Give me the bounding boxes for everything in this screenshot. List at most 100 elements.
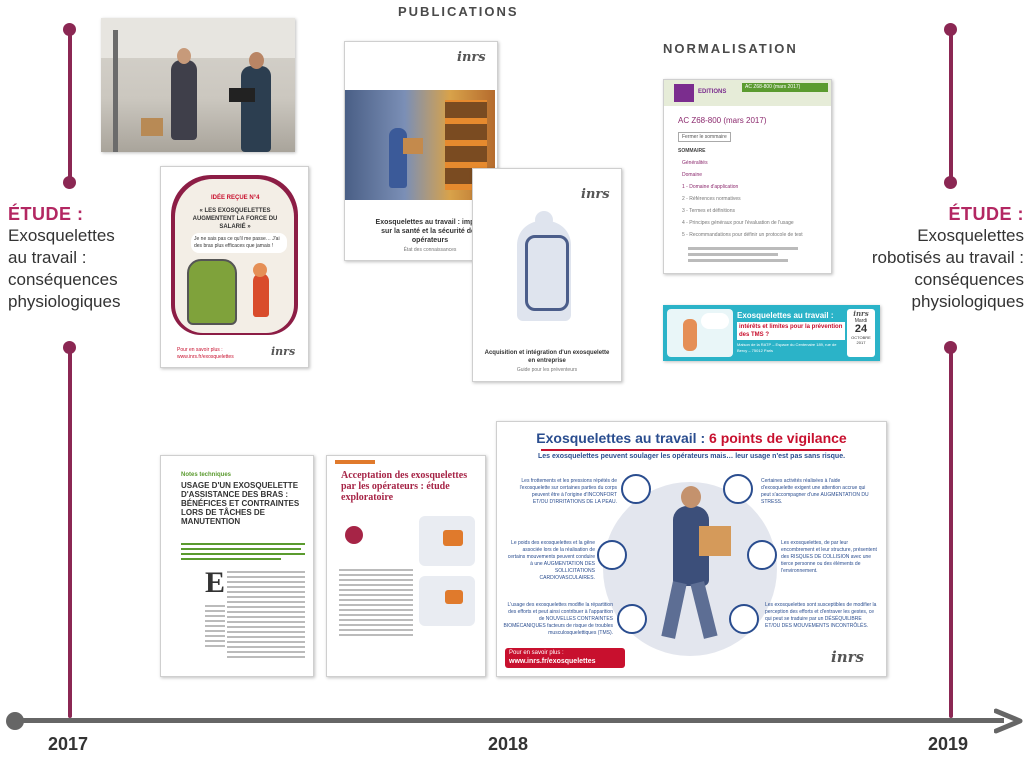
vigilance-point-2: Certaines activités réalisées à l'aide d…	[761, 478, 869, 505]
banner-cloud	[701, 313, 729, 329]
afnor-button[interactable]: Fermer le sommaire	[678, 132, 731, 142]
vigilance-title-underline	[541, 449, 841, 451]
brochure-sante-logo: inrs	[457, 50, 486, 65]
left-study-title: ÉTUDE :	[8, 204, 84, 224]
afnor-item-1[interactable]: Généralités	[682, 160, 708, 166]
brochure-sante-worker	[389, 128, 407, 188]
right-study-block: ÉTUDE : Exosquelettes robotisés au trava…	[840, 204, 1024, 313]
vigilance-worker-head	[681, 486, 701, 508]
acceptation-badge	[345, 526, 363, 544]
photo-head-2	[249, 52, 264, 69]
afnor-item-7[interactable]: 5 - Recommandations pour définir un prot…	[682, 232, 803, 238]
left-lower-dot	[63, 341, 76, 354]
vigilance-icon-5	[617, 604, 647, 634]
section-publications: PUBLICATIONS	[398, 4, 519, 19]
timeline-axis	[14, 718, 1004, 723]
year-2018: 2018	[488, 734, 529, 754]
afnor-item-4[interactable]: 2 - Références normatives	[682, 196, 741, 202]
banner-place: Maison de la RATP – Espace du Centenaire…	[737, 342, 837, 353]
vigilance-icon-1	[621, 474, 651, 504]
year-2017: 2017	[48, 734, 89, 754]
vigilance-point-6: Les exosquelettes sont susceptibles de m…	[765, 602, 877, 629]
article-bras-body-left	[205, 602, 225, 650]
acceptation-figure-1-part	[443, 530, 463, 546]
poster-title: « LES EXOSQUELETTES AUGMENTENT LA FORCE …	[192, 208, 278, 230]
banner-month: OCTOBRE	[851, 335, 871, 340]
vigilance-title-b: 6 points de vigilance	[709, 430, 847, 446]
brochure-acquisition: inrs Acquisition et intégration d'un exo…	[472, 168, 622, 382]
brochure-sante-subtitle: État des connaissances	[403, 247, 457, 253]
photo-laptop	[229, 88, 255, 102]
left-lower-line	[68, 348, 72, 718]
left-study-line-4: physiologiques	[8, 292, 121, 311]
brochure-sante-box	[403, 138, 423, 154]
poster-girl-head	[253, 263, 267, 277]
vigilance-point-5: L'usage des exosquelettes modifie la rép…	[503, 602, 614, 636]
vigilance-cta[interactable]: Pour en savoir plus : www.inrs.fr/exosqu…	[505, 648, 625, 668]
article-bras-rubric: Notes techniques	[181, 472, 232, 478]
brochure-sante: inrs Exosquelettes au travail : impact s…	[344, 41, 498, 261]
vigilance-title: Exosquelettes au travail : 6 points de v…	[497, 430, 886, 446]
vigilance-point-1: Les frottements et les pressions répétés…	[519, 478, 617, 505]
right-study-line-3: conséquences	[914, 270, 1024, 289]
brochure-acq-head	[535, 211, 553, 229]
vigilance-box	[699, 526, 731, 556]
article-bras-dropcap: E	[205, 566, 226, 599]
afnor-item-3[interactable]: 1 - Domaine d'application	[682, 184, 739, 190]
left-study-line-1: Exosquelettes	[8, 226, 115, 245]
photo-person-2	[241, 66, 271, 152]
vigilance-poster: Exosquelettes au travail : 6 points de v…	[496, 421, 887, 677]
right-upper-line	[949, 30, 953, 182]
acceptation-body	[339, 566, 413, 639]
vigilance-icon-6	[729, 604, 759, 634]
brochure-acq-exo	[525, 235, 569, 311]
article-bras-body	[227, 568, 305, 661]
right-mid-dot	[944, 176, 957, 189]
vigilance-cta-b: www.inrs.fr/exosquelettes	[509, 658, 596, 665]
photo-window	[101, 18, 295, 58]
right-study-title: ÉTUDE :	[948, 204, 1024, 224]
photo-head-1	[177, 48, 191, 64]
poster-bubble: Je ne sais pas ce qu'il me passe… J'ai d…	[191, 233, 287, 253]
section-normalisation: NORMALISATION	[663, 41, 798, 56]
brochure-acq-subtitle: Guide pour les préventeurs	[516, 367, 578, 373]
right-study-line-2: robotisés au travail :	[871, 248, 1024, 267]
afnor-sommaire: SOMMAIRE	[678, 148, 706, 154]
event-banner: Exosquelettes au travail : intérêts et l…	[663, 305, 880, 361]
banner-date: 24	[854, 323, 868, 335]
photo-box	[141, 118, 163, 136]
vigilance-icon-4	[747, 540, 777, 570]
afnor-item-5[interactable]: 3 - Termes et définitions	[682, 208, 735, 214]
afnor-standard: EDITIONS AC Z68-800 (mars 2017) AC Z68-8…	[663, 79, 832, 274]
vigilance-cta-a: Pour en savoir plus :	[509, 650, 564, 656]
vigilance-title-a: Exosquelettes au travail :	[536, 430, 710, 446]
left-top-dot	[63, 23, 76, 36]
afnor-title: AC Z68-800 (mars 2017)	[678, 116, 767, 125]
right-lower-dot	[944, 341, 957, 354]
article-bras-title: USAGE D'UN EXOSQUELETTE D'ASSISTANCE DES…	[181, 481, 300, 526]
banner-title: Exosquelettes au travail :	[737, 311, 834, 320]
left-study-block: ÉTUDE : Exosquelettes au travail : consé…	[8, 204, 138, 313]
photo-beam	[113, 30, 118, 152]
left-study-line-2: au travail :	[8, 248, 87, 267]
photo-person-1	[171, 60, 197, 140]
afnor-item-2[interactable]: Domaine	[682, 172, 703, 178]
vigilance-logo: inrs	[831, 648, 864, 666]
brochure-acq-title: Acquisition et intégration d'un exosquel…	[484, 350, 610, 364]
afnor-item-6[interactable]: 4 - Principes généraux pour l'évaluation…	[682, 220, 794, 226]
right-study-line-4: physiologiques	[911, 292, 1024, 311]
banner-day: Mardi	[854, 318, 868, 324]
right-lower-line	[949, 348, 953, 718]
right-top-dot	[944, 23, 957, 36]
acceptation-figure-2-part	[445, 590, 463, 604]
afnor-badge	[674, 84, 694, 102]
timeline-arrow-icon	[994, 708, 1023, 734]
poster-footer: Pour en savoir plus : www.inrs.fr/exosqu…	[177, 347, 234, 360]
afnor-placeholder-lines	[688, 244, 808, 265]
acceptation-title: Acceptation des exosquelettes par les op…	[341, 470, 468, 503]
poster-idee-recue: IDÉE REÇUE N°4 « LES EXOSQUELETTES AUGME…	[160, 166, 309, 368]
poster-robot	[187, 259, 237, 325]
brochure-acq-logo: inrs	[581, 187, 610, 202]
banner-figure	[683, 319, 697, 351]
vigilance-icon-3	[597, 540, 627, 570]
